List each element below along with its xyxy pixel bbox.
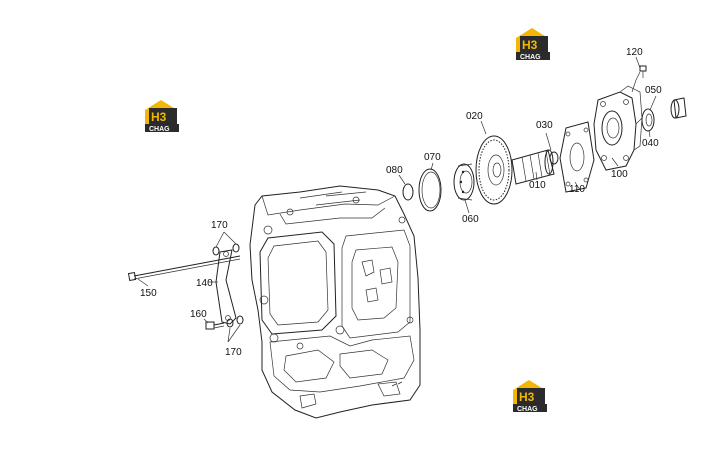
callout-170-upper: 170: [211, 220, 228, 231]
part-140-bracket: [215, 249, 237, 325]
callout-100: 100: [611, 169, 628, 180]
part-040-seal: [641, 108, 655, 132]
transmission-housing: [249, 185, 421, 419]
callout-150: 150: [140, 288, 157, 299]
callout-010: 010: [529, 180, 546, 191]
part-070-ring: [418, 168, 442, 212]
part-050-cap: [670, 97, 687, 119]
part-080-snap-ring: [402, 183, 414, 201]
watermark-word: CHAG: [517, 406, 538, 413]
callout-110: 110: [569, 184, 585, 195]
watermark-logo-bottom: H3 CHAG: [513, 380, 547, 413]
callout-170-lower: 170: [225, 347, 242, 358]
callout-020: 020: [466, 111, 483, 122]
part-010-shaft: [511, 149, 555, 185]
part-170-washers-lower: [226, 315, 244, 328]
part-150-long-bolt: [127, 255, 241, 282]
watermark-word: CHAG: [520, 54, 541, 61]
callout-030: 030: [536, 120, 553, 131]
callout-120: 120: [626, 47, 643, 58]
part-060-bearing: [453, 163, 475, 201]
part-030-o-ring: [549, 151, 559, 165]
callout-060: 060: [462, 214, 479, 225]
watermark-mark: H3: [151, 110, 167, 124]
callout-080: 080: [386, 165, 403, 176]
callout-050: 050: [645, 85, 662, 96]
part-100-cover: [593, 85, 643, 171]
callout-140: 140: [196, 278, 213, 289]
watermark-mark: H3: [519, 390, 535, 404]
part-160-bolt: [205, 321, 225, 330]
part-020-gear: [475, 135, 513, 205]
watermark-word: CHAG: [149, 126, 170, 133]
callout-040: 040: [642, 138, 659, 149]
part-120-screw: [639, 65, 647, 78]
part-110-gasket: [559, 121, 595, 193]
callout-070: 070: [424, 152, 441, 163]
watermark-logo-top: H3 CHAG: [516, 28, 550, 61]
callout-160: 160: [190, 309, 207, 320]
leader-lines: [137, 56, 657, 343]
watermark-logo-left: H3 CHAG: [145, 100, 179, 133]
watermark-mark: H3: [522, 38, 538, 52]
